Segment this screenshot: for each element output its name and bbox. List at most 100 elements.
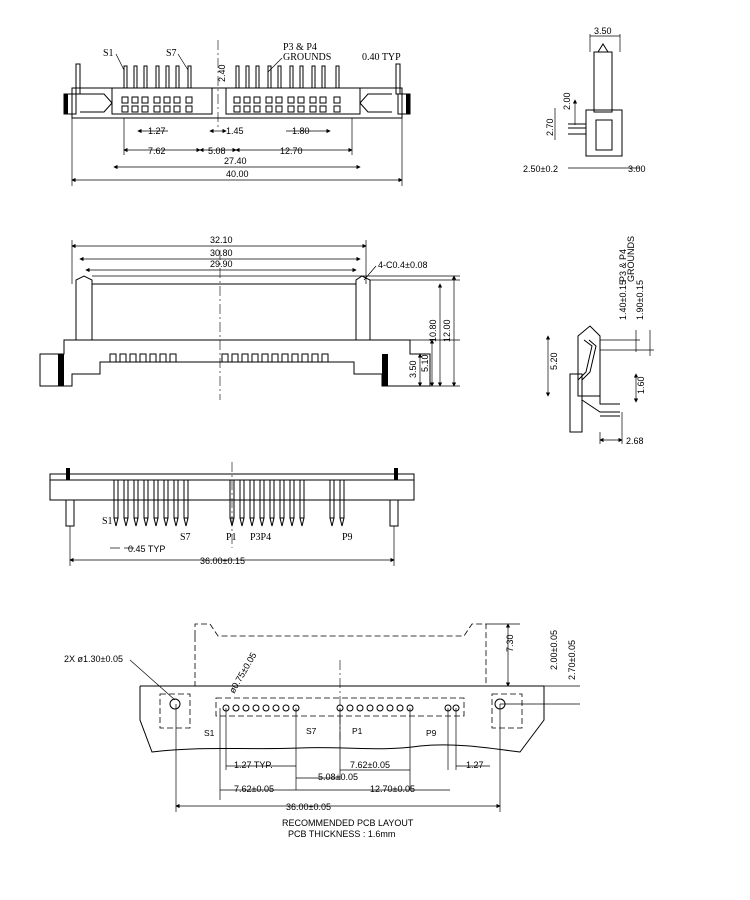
top-pin-square (131, 96, 139, 104)
front-slot (139, 353, 147, 363)
top-pin-square (253, 105, 261, 113)
dim-pcb-2-70: 2.70±0.05 (567, 640, 577, 680)
top-pin (245, 65, 250, 89)
dim-side2-1-40: 1.40±0.15 (618, 280, 628, 320)
front-slot (241, 353, 249, 363)
dim-front-10-80: 10.80 (428, 319, 438, 342)
front-slot (281, 353, 289, 363)
top-pin (321, 65, 326, 89)
label-top-s7: S7 (166, 48, 177, 59)
top-pin (133, 65, 138, 89)
label-bot-p3p4: P3P4 (250, 532, 271, 543)
label-pcb-p1: P1 (352, 726, 363, 736)
dim-top-2-40: 2.40 (217, 64, 227, 82)
dim-pcb-1-27typ: 1.27 TYP. (234, 760, 273, 770)
top-pin-square (131, 105, 139, 113)
top-pin-square (243, 105, 251, 113)
front-slot (169, 353, 177, 363)
bottom-pin-tip (269, 517, 275, 527)
top-pin-square (297, 96, 305, 104)
top-pin-square (141, 96, 149, 104)
pcb-pad (386, 704, 394, 712)
dim-pcb-7-30: 7.30 (505, 634, 515, 652)
dim-front-5-10: 5.10 (420, 354, 430, 372)
bottom-pin-tip (299, 517, 305, 527)
top-pin (143, 65, 148, 89)
pcb-pad (252, 704, 260, 712)
bottom-pin-tip (239, 517, 245, 527)
top-pin-square (287, 105, 295, 113)
dim-top-27-40: 27.40 (224, 156, 247, 166)
top-pin-square (121, 96, 129, 104)
label-pcb-s7: S7 (306, 726, 317, 736)
bottom-pin-tip (143, 517, 149, 527)
dim-front-3-50: 3.50 (408, 360, 418, 378)
front-slot (109, 353, 117, 363)
pcb-pad (242, 704, 250, 712)
top-pin-square (297, 105, 305, 113)
top-pin-square (265, 105, 273, 113)
caption-pcb-thickness: PCB THICKNESS : 1.6mm (288, 829, 395, 839)
dim-front-32-10: 32.10 (210, 235, 233, 245)
front-slot (129, 353, 137, 363)
dim-side-3-00: 3.00 (628, 164, 646, 174)
dim-pcb-2-00: 2.00±0.05 (549, 630, 559, 670)
bottom-pin-tip (113, 517, 119, 527)
top-pin (123, 65, 128, 89)
bottom-pin (339, 479, 345, 519)
bottom-pin-tip (289, 517, 295, 527)
dim-pcb-1-27: 1.27 (466, 760, 484, 770)
top-pin (175, 65, 180, 89)
bottom-pin-tip (279, 517, 285, 527)
top-pin-square (121, 105, 129, 113)
top-pin-square (153, 96, 161, 104)
label-pcb-pads: ø0.75±0.05 (227, 651, 258, 695)
bottom-pin (123, 479, 129, 519)
top-pin (267, 65, 272, 89)
dim-bot-045: 0.45 TYP (128, 544, 165, 554)
pcb-pad (262, 704, 270, 712)
dim-side-2-00: 2.00 (562, 92, 572, 110)
top-pin-square (275, 105, 283, 113)
top-pin (187, 65, 192, 89)
front-slot (311, 353, 319, 363)
label-top-grounds-2: GROUNDS (283, 52, 331, 63)
front-slot (149, 353, 157, 363)
front-slot (159, 353, 167, 363)
front-slot (231, 353, 239, 363)
top-pin-square (253, 96, 261, 104)
top-pin-square (287, 96, 295, 104)
label-pcb-p9: P9 (426, 728, 437, 738)
top-pin-square (185, 105, 193, 113)
label-top-040typ: 0.40 TYP (362, 52, 401, 63)
top-pin-square (173, 96, 181, 104)
front-view: 32.10 30.80 29.90 4-C0.4±0.08 3.50 5.10 … (39, 235, 460, 400)
dim-pcb-36: 36.00±0.05 (286, 802, 331, 812)
top-pin-square (233, 96, 241, 104)
top-pin (255, 65, 260, 89)
pcb-pad (356, 704, 364, 712)
bottom-pin (279, 479, 285, 519)
dim-side-3-50: 3.50 (594, 26, 612, 36)
dim-side-2-50: 2.50±0.2 (523, 164, 558, 174)
dim-pcb-5-08: 5.08±0.05 (318, 772, 358, 782)
bottom-pin (173, 479, 179, 519)
bottom-pin (289, 479, 295, 519)
top-pin (277, 65, 282, 89)
pcb-pad (366, 704, 374, 712)
front-slot (291, 353, 299, 363)
pcb-pad (396, 704, 404, 712)
dim-pcb-7-62-right: 7.62±0.05 (350, 760, 390, 770)
bottom-pin-tip (133, 517, 139, 527)
label-top-grounds-1: P3 & P4 (283, 42, 317, 53)
dim-pcb-7-62-left: 7.62±0.05 (234, 784, 274, 794)
bottom-pin (133, 479, 139, 519)
top-pin-square (141, 105, 149, 113)
top-pin-square (309, 105, 317, 113)
bottom-pin (113, 479, 119, 519)
dim-side2-1-60: 1.60 (636, 376, 646, 394)
top-pin (311, 65, 316, 89)
pcb-layout: 2X ø1.30±0.05 ø0.75±0.05 S1 S7 P1 P9 7.3… (64, 623, 580, 839)
dim-front-29-90: 29.90 (210, 259, 233, 269)
dim-side-2-70: 2.70 (545, 118, 555, 136)
